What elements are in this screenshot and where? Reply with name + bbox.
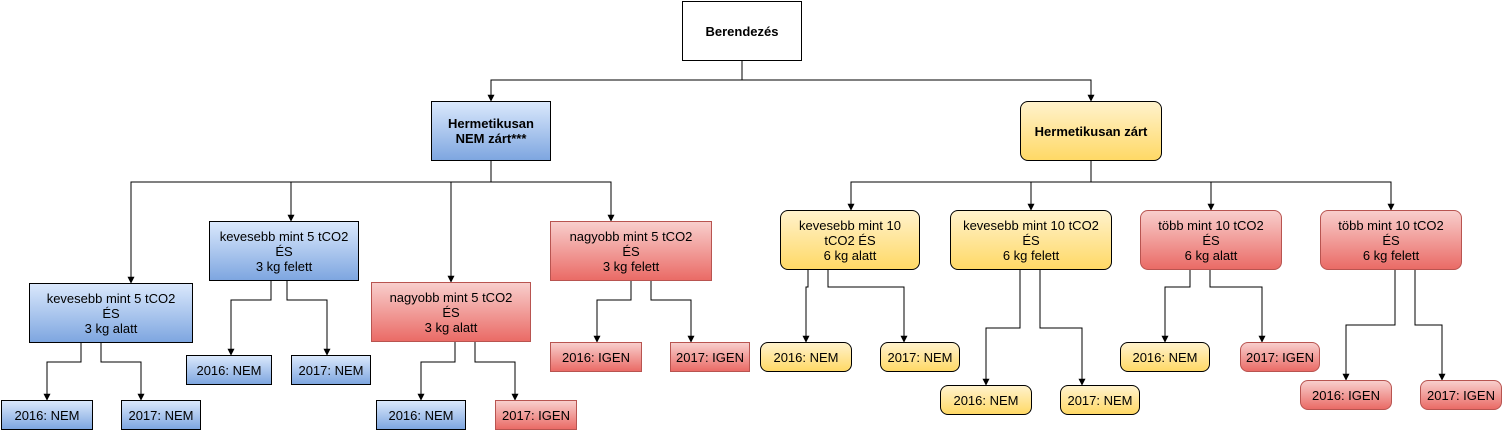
condition-line: ÉS [1202, 232, 1220, 248]
result-label: 2016: NEM [773, 349, 839, 365]
condition-line: több mint 10 tCO2 [1158, 217, 1264, 233]
condition-node: nagyobb mint 5 tCO2 ÉS 3 kg alatt [371, 282, 531, 342]
branch-sealed-node: Hermetikusan zárt [1020, 101, 1162, 161]
condition-line: ÉS [275, 243, 293, 259]
root-node: Berendezés [682, 1, 802, 61]
condition-line: 3 kg felett [255, 258, 313, 274]
result-node: 2016: NEM [186, 355, 272, 385]
condition-node: kevesebb mint 5 tCO2 ÉS 3 kg felett [209, 221, 359, 281]
condition-line: nagyobb mint 5 tCO2 [569, 228, 693, 244]
result-node: 2016: NEM [376, 400, 466, 430]
connector-arrow [100, 343, 145, 401]
condition-line: 6 kg felett [1362, 247, 1420, 263]
condition-line: kevesebb mint 5 tCO2 [219, 228, 349, 244]
result-label: 2017: NEM [1067, 392, 1133, 408]
connector-arrow [287, 161, 492, 222]
condition-line: kevesebb mint 5 tCO2 [46, 290, 176, 306]
condition-line: 6 kg felett [1002, 247, 1060, 263]
condition-line: 3 kg alatt [84, 320, 138, 336]
connector-arrow [487, 61, 743, 102]
connector-arrow [43, 343, 82, 401]
condition-line: ÉS [1022, 232, 1040, 248]
result-node: 2017: IGEN [495, 400, 577, 430]
branch-not-sealed-node: Hermetikusan NEM zárt*** [431, 101, 551, 161]
connector-arrow [1209, 270, 1266, 343]
connector-arrow [741, 61, 1095, 102]
result-node: 2017: NEM [1060, 385, 1140, 415]
result-label: 2017: IGEN [502, 407, 570, 423]
branch-not-sealed-label-line1: Hermetikusan [448, 116, 534, 131]
connector-arrow [1090, 161, 1395, 211]
result-label: 2016: NEM [953, 392, 1019, 408]
root-label: Berendezés [705, 23, 779, 39]
condition-line: kevesebb mint 10 tCO2 [963, 217, 1099, 233]
result-node: 2017: IGEN [1420, 380, 1502, 410]
result-label: 2017: NEM [298, 362, 364, 378]
result-label: 2017: NEM [128, 407, 194, 423]
result-label: 2016: IGEN [1312, 387, 1380, 403]
connector-arrow [227, 281, 272, 356]
condition-node: nagyobb mint 5 tCO2 ÉS 3 kg felett [550, 221, 712, 281]
connector-arrow [417, 342, 456, 401]
condition-line: kevesebb mint 10 [799, 217, 901, 233]
connector-arrow [847, 161, 1092, 211]
result-node: 2016: NEM [760, 342, 852, 372]
branch-not-sealed-label-line2: NEM zárt*** [455, 131, 527, 146]
connector-arrow [474, 342, 519, 401]
result-node: 2016: NEM [1, 400, 93, 430]
connector-arrow [1039, 270, 1086, 386]
connector-arrow [827, 270, 908, 343]
condition-line: ÉS [622, 243, 640, 259]
result-label: 2016: NEM [14, 407, 80, 423]
result-label: 2017: IGEN [1246, 349, 1314, 365]
result-label: 2016: NEM [1132, 349, 1198, 365]
condition-node: kevesebb mint 5 tCO2 ÉS 3 kg alatt [29, 283, 193, 343]
condition-line: 6 kg alatt [1184, 247, 1238, 263]
result-label: 2016: IGEN [562, 349, 630, 365]
result-node: 2016: NEM [940, 385, 1032, 415]
result-node: 2017: IGEN [1240, 342, 1320, 372]
condition-line: több mint 10 tCO2 [1338, 217, 1444, 233]
condition-line: nagyobb mint 5 tCO2 [389, 289, 513, 305]
condition-node: kevesebb mint 10 tCO2 ÉS 6 kg felett [950, 210, 1112, 270]
condition-node: kevesebb mint 10 tCO2 ÉS 6 kg alatt [780, 210, 920, 270]
result-label: 2016: NEM [196, 362, 262, 378]
condition-line: 3 kg alatt [424, 319, 478, 335]
condition-line: tCO2 ÉS [824, 232, 876, 248]
condition-line: ÉS [1382, 232, 1400, 248]
condition-line: ÉS [102, 305, 120, 321]
connector-arrow [286, 281, 331, 356]
connector-arrow [650, 281, 695, 343]
result-node: 2016: IGEN [1300, 380, 1392, 410]
result-node: 2017: NEM [121, 400, 201, 430]
connector-arrow [1161, 270, 1191, 343]
connector-arrow [1090, 161, 1215, 211]
connector-arrow [490, 161, 615, 222]
result-node: 2016: NEM [1120, 342, 1210, 372]
connector-arrow [1414, 270, 1446, 381]
condition-line: 3 kg felett [602, 258, 660, 274]
condition-node: több mint 10 tCO2 ÉS 6 kg alatt [1140, 210, 1282, 270]
result-node: 2017: NEM [880, 342, 960, 372]
result-label: 2017: IGEN [676, 349, 744, 365]
connector-arrow [802, 270, 810, 343]
condition-node: több mint 10 tCO2 ÉS 6 kg felett [1320, 210, 1462, 270]
connector-arrow [447, 161, 492, 283]
connector-arrow [593, 281, 632, 343]
connector-arrow [1342, 270, 1396, 381]
result-node: 2017: IGEN [670, 342, 750, 372]
condition-line: ÉS [442, 304, 460, 320]
result-node: 2016: IGEN [550, 342, 642, 372]
condition-line: 6 kg alatt [823, 247, 877, 263]
result-label: 2017: IGEN [1427, 387, 1495, 403]
branch-sealed-label: Hermetikusan zárt [1034, 123, 1148, 139]
connector-arrow [982, 270, 1021, 386]
connector-arrow [1027, 161, 1092, 211]
result-node: 2017: NEM [291, 355, 371, 385]
result-label: 2017: NEM [887, 349, 953, 365]
result-label: 2016: NEM [388, 407, 454, 423]
